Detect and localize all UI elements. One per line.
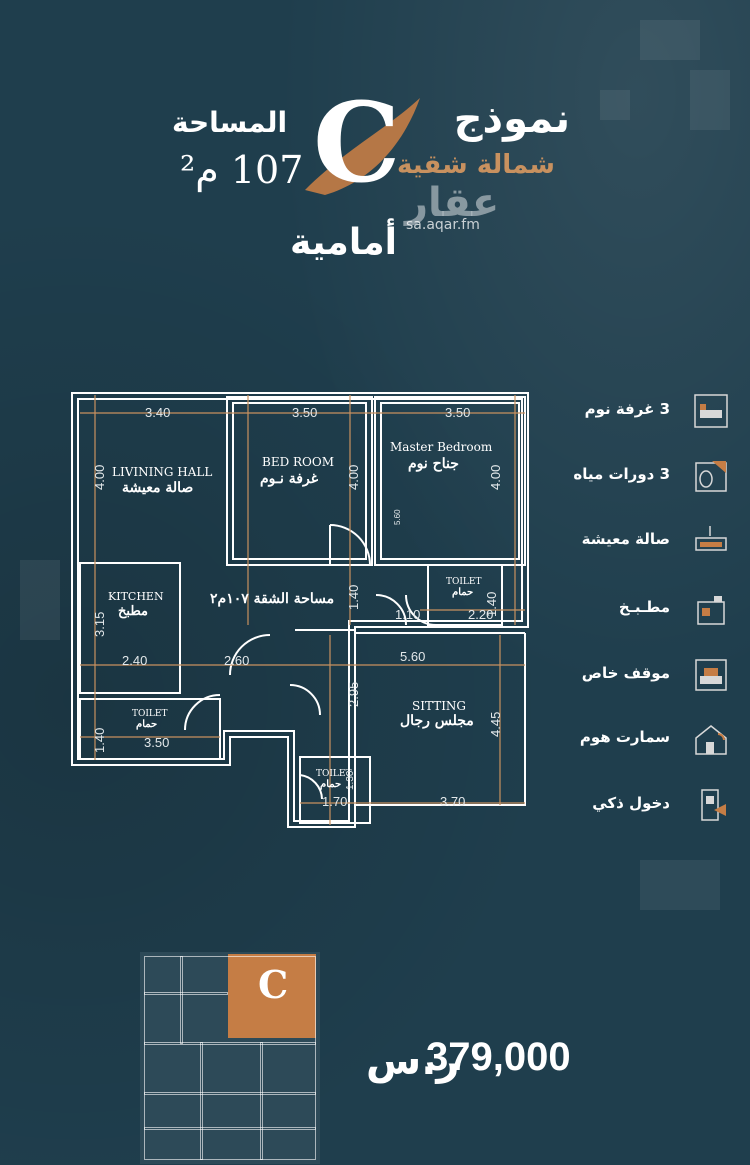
dimension-label: 3.50: [292, 405, 318, 420]
toilet-left-label-ar: حمام: [136, 719, 158, 730]
dimension-label: 4.45: [488, 711, 503, 737]
area-value: 107 م²: [180, 148, 304, 192]
dimension-label: 1.10: [395, 607, 421, 622]
orientation-label: شمالة شقية: [396, 150, 555, 180]
toilet-left-label-en: TOILET: [132, 709, 168, 719]
decor-pixel: [690, 70, 730, 130]
dimension-label: 3.50: [445, 405, 471, 420]
living-hall-label-ar: صالة معيشة: [122, 480, 194, 496]
dimension-label: 2.40: [122, 653, 148, 668]
feature-label: 3 دورات مياه: [573, 465, 670, 483]
feature-smart-home: سمارت هوم: [530, 720, 730, 760]
facing-label: أمامية: [290, 222, 397, 263]
watermark-url: sa.aqar.fm: [406, 217, 480, 233]
decor-pixel: [640, 20, 700, 60]
key-plan-wall: [260, 1042, 263, 1160]
toilet-master-label-en: TOILET: [446, 577, 482, 587]
feature-label: دخول ذكي: [592, 794, 670, 812]
key-plan-wall: [180, 956, 183, 1044]
kitchen-label-en: KITCHEN: [108, 590, 164, 603]
feature-label: سمارت هوم: [579, 728, 670, 746]
apartment-area-label: مساحة الشقة ١٠٧م٢: [210, 591, 335, 607]
key-plan-letter: C: [258, 962, 289, 1007]
toilet-icon: [695, 461, 727, 492]
dimension-label: 3.50: [144, 735, 170, 750]
dimension-label: 5.60: [393, 509, 402, 525]
feature-label: صالة معيشة: [581, 530, 670, 548]
toilet-sitting-label-en: TOILET: [316, 769, 352, 779]
decor-pixel: [640, 860, 720, 910]
decor-pixel: [600, 90, 630, 120]
dimension-label: 2.60: [224, 653, 250, 668]
sitting-label-ar: مجلس رجال: [400, 713, 474, 729]
bed-room-label-ar: غرفة نـوم: [260, 471, 319, 487]
dimension-label: 1.70: [322, 794, 348, 809]
dimension-label: 2.20: [468, 607, 494, 622]
feature-living-room: صالة معيشة: [530, 522, 730, 562]
dimension-label: 1.40: [346, 584, 361, 610]
toilet-sitting-label-ar: حمام: [320, 779, 342, 790]
bed-icon: [694, 394, 728, 428]
key-plan-outline: [144, 956, 316, 1160]
dimension-label: 3.70: [440, 794, 466, 809]
key-plan-wall: [144, 1042, 316, 1045]
model-title: نموذج: [453, 96, 570, 142]
dimension-label: 1.30: [345, 770, 356, 790]
feature-label: 3 غرفة نوم: [584, 400, 670, 418]
key-plan-wall: [144, 1127, 316, 1130]
feature-label: موقف خاص: [581, 664, 670, 682]
area-title: المساحة: [172, 106, 288, 139]
swoosh-logo: [305, 98, 420, 195]
living-hall-label-en: LIVINING HALL: [112, 465, 213, 479]
feature-bathrooms: 3 دورات مياه: [530, 457, 730, 497]
key-plan-wall: [200, 1042, 203, 1160]
feature-kitchen: مطـبـخ: [530, 590, 730, 630]
feature-smart-entry: دخول ذكي: [530, 786, 730, 826]
price-value: 379,000: [426, 1035, 571, 1079]
key-plan-wall: [144, 1092, 316, 1095]
sitting-label-en: SITTING: [412, 699, 467, 713]
sofa-icon: [695, 526, 727, 551]
dimension-label: 4.00: [92, 464, 107, 490]
smart-home-icon: [695, 725, 727, 755]
decor-pixel: [20, 560, 60, 640]
floor-plan-drawing: [71, 392, 529, 828]
feature-parking: موقف خاص: [530, 656, 730, 696]
master-bedroom-label-ar: جناح نوم: [408, 456, 459, 472]
key-plan-highlight: [228, 954, 316, 1038]
feature-label: مطـبـخ: [618, 598, 670, 616]
kitchen-icon: [697, 596, 725, 625]
smart-lock-icon: [701, 789, 726, 821]
dimension-label: 4.00: [488, 464, 503, 490]
dimension-label: 3.40: [145, 405, 171, 420]
riyal-symbol: ر.س: [366, 1038, 460, 1084]
dimension-label: 2.95: [346, 681, 361, 707]
model-letter: C: [313, 78, 401, 207]
key-plan-wall: [144, 992, 228, 995]
dimension-label: 4.00: [346, 464, 361, 490]
key-plan: C: [140, 952, 320, 1164]
toilet-master-label-ar: حمام: [452, 587, 474, 598]
watermark-brand: عقار: [405, 180, 500, 226]
dimension-label: 5.60: [400, 649, 426, 664]
kitchen-label-ar: مطبخ: [118, 604, 148, 619]
master-bedroom-label-en: Master Bedroom: [390, 440, 493, 454]
dimension-label: 1.40: [92, 727, 107, 753]
parking-icon: [695, 659, 727, 691]
bed-room-label-en: BED ROOM: [262, 455, 335, 469]
dimension-label: 3.15: [92, 611, 107, 637]
feature-bedrooms: 3 غرفة نوم: [530, 392, 730, 432]
